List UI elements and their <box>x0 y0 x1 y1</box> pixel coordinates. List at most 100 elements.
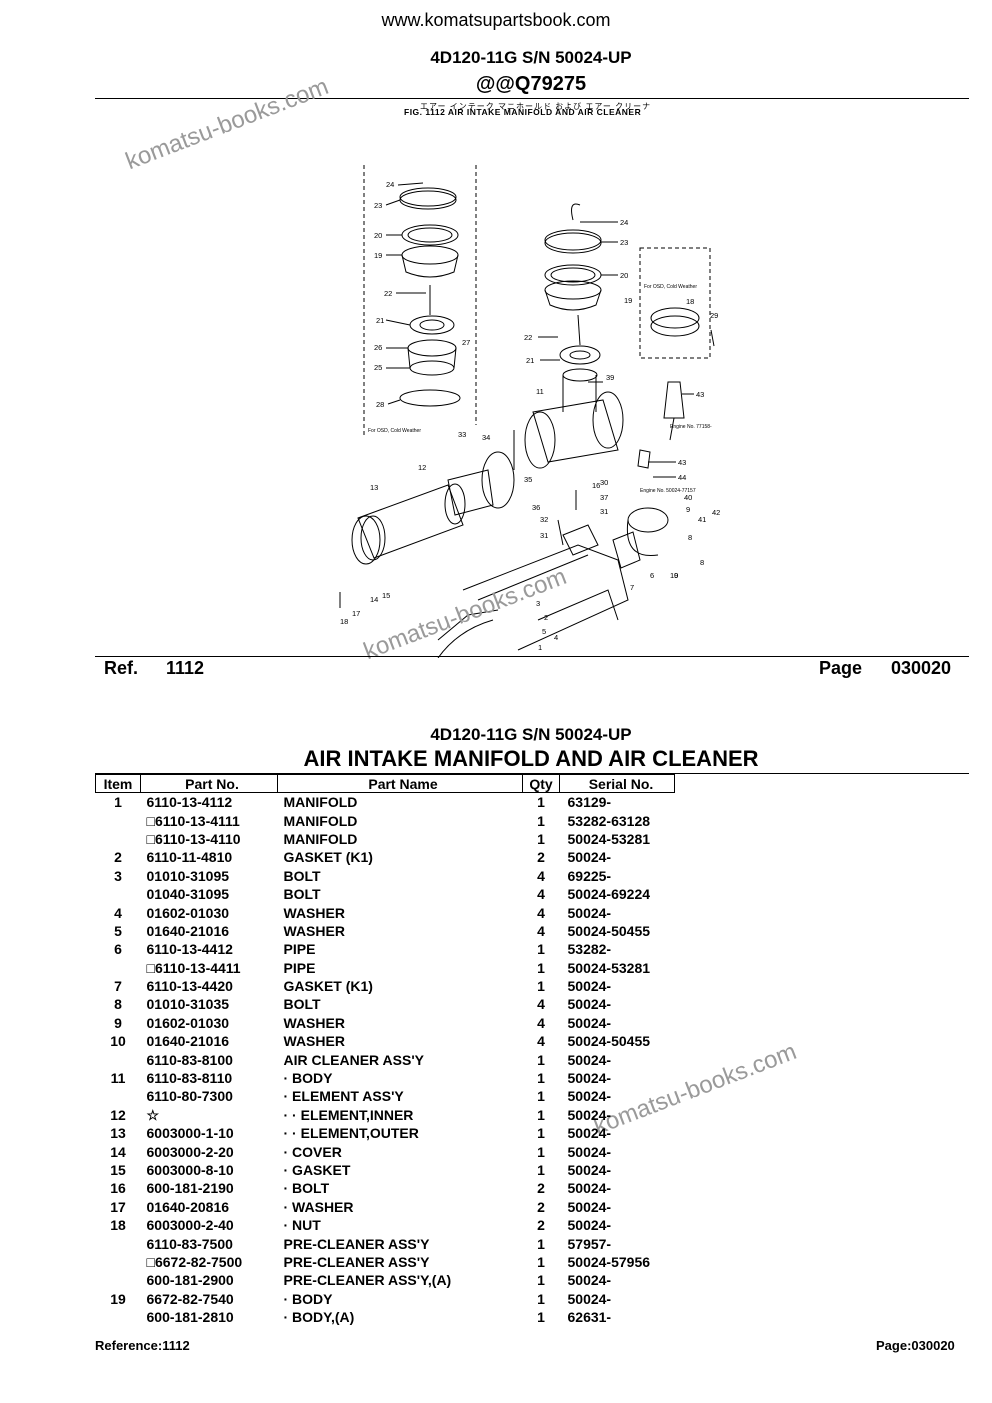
section-model: 4D120-11G S/N 50024-UP <box>430 725 632 744</box>
callout: 12 <box>418 463 426 472</box>
callout: 28 <box>376 400 384 409</box>
row-qty: 4 <box>537 1033 545 1050</box>
callout: 8 <box>700 558 704 567</box>
row-qty: 1 <box>537 1309 545 1326</box>
callout: 37 <box>600 493 608 502</box>
row-part-no: □6672-82-7500 <box>146 1253 243 1270</box>
row-part-name: · COVER <box>283 1143 342 1160</box>
section-title: AIR INTAKE MANIFOLD AND AIR CLEANER <box>303 746 759 771</box>
row-item <box>96 811 141 829</box>
row-part-no: □6110-13-4111 <box>146 812 240 829</box>
row-part-name: · NUT <box>283 1217 321 1234</box>
row-qty: 1 <box>537 978 545 995</box>
row-item: 15 <box>110 1162 126 1178</box>
row-part-no: 01640-20816 <box>146 1198 230 1215</box>
row-serial: 53282- <box>567 941 612 958</box>
row-part-no: 01640-21016 <box>146 922 230 939</box>
row-item <box>96 830 141 848</box>
row-qty: 1 <box>537 959 545 976</box>
callout: 29 <box>710 311 718 320</box>
row-item <box>96 885 141 903</box>
figure-bottom-rule <box>95 656 969 657</box>
row-part-name: MANIFOLD <box>283 794 358 811</box>
row-item: 7 <box>114 978 122 995</box>
row-item: 18 <box>110 1217 126 1234</box>
callout: 27 <box>462 338 470 347</box>
callout: 31 <box>540 531 548 540</box>
row-qty: 1 <box>537 830 545 847</box>
row-part-name: PRE-CLEANER ASS'Y <box>283 1235 430 1252</box>
row-part-no: 600-181-2190 <box>146 1180 234 1197</box>
row-part-no: 6110-11-4810 <box>146 849 233 866</box>
row-item: 8 <box>114 996 122 1013</box>
row-qty: 1 <box>537 1088 545 1105</box>
callout: 23 <box>620 238 628 247</box>
row-item: 12 <box>110 1106 126 1123</box>
row-item: 19 <box>110 1290 126 1307</box>
row-qty: 1 <box>537 941 545 958</box>
row-part-name: AIR CLEANER ASS'Y <box>283 1051 425 1068</box>
row-item: 5 <box>114 922 122 939</box>
note-engine-1: Engine No. 77158- <box>670 424 712 430</box>
callout: 23 <box>374 201 382 210</box>
callout: 20 <box>374 231 382 240</box>
footer-reference: Reference:1112 <box>95 1338 190 1353</box>
callout: 21 <box>376 316 384 325</box>
row-qty: 1 <box>537 1162 545 1178</box>
row-qty: 1 <box>537 1290 545 1307</box>
parts-diagram: 24 23 20 19 22 21 26 25 27 28 24 23 20 1… <box>339 165 720 658</box>
row-part-name: · BOLT <box>283 1180 330 1197</box>
callout: 35 <box>524 475 532 484</box>
row-item: 17 <box>110 1198 126 1215</box>
row-qty: 1 <box>537 1235 545 1252</box>
header-rule <box>95 98 969 99</box>
row-serial: 50024- <box>567 1162 612 1178</box>
row-item: 13 <box>110 1125 126 1142</box>
table-header-row: Item Part No. Part Name Qty Serial No. <box>95 774 675 793</box>
row-part-name: WASHER <box>283 1014 345 1031</box>
callout: 19 <box>624 296 632 305</box>
row-serial: 50024- <box>567 1070 612 1087</box>
row-serial: 50024-50455 <box>567 1033 651 1050</box>
row-serial: 50024-69224 <box>567 886 651 903</box>
row-serial: 57957- <box>567 1235 612 1252</box>
row-item: 4 <box>114 904 122 921</box>
row-qty: 1 <box>537 794 545 811</box>
footer-page: Page:030020 <box>876 1338 955 1353</box>
row-qty: 4 <box>537 886 545 903</box>
row-part-no: ☆ <box>146 1106 160 1123</box>
row-part-no: 01602-01030 <box>146 904 230 921</box>
callout: 6 <box>650 571 654 580</box>
row-part-no: 6003000-1-10 <box>146 1125 234 1142</box>
callout: 2 <box>544 613 548 622</box>
catalog-code: @@Q79275 <box>475 73 587 95</box>
row-item: 14 <box>110 1143 126 1160</box>
row-item <box>96 1087 141 1105</box>
row-serial: 50024-50455 <box>567 922 651 939</box>
ref-label: Ref. <box>104 658 139 678</box>
note-engine-2: Engine No. 50024-77157 <box>640 488 696 494</box>
callout: 42 <box>712 508 720 517</box>
row-part-name: WASHER <box>283 1033 345 1050</box>
callout: 44 <box>678 473 686 482</box>
row-qty: 1 <box>537 1143 545 1160</box>
callout: 22 <box>524 333 532 342</box>
callout: 15 <box>382 591 390 600</box>
row-part-name: MANIFOLD <box>283 812 358 829</box>
row-qty: 4 <box>537 1014 545 1031</box>
row-serial: 50024- <box>567 1014 612 1031</box>
callout: 7 <box>630 583 634 592</box>
row-part-name: · · ELEMENT,OUTER <box>283 1125 419 1142</box>
row-part-name: GASKET (K1) <box>283 849 373 866</box>
row-serial: 50024- <box>567 978 612 995</box>
note-cold-left: For OSD, Cold Weather <box>368 428 421 434</box>
page-value: 030020 <box>891 658 952 678</box>
